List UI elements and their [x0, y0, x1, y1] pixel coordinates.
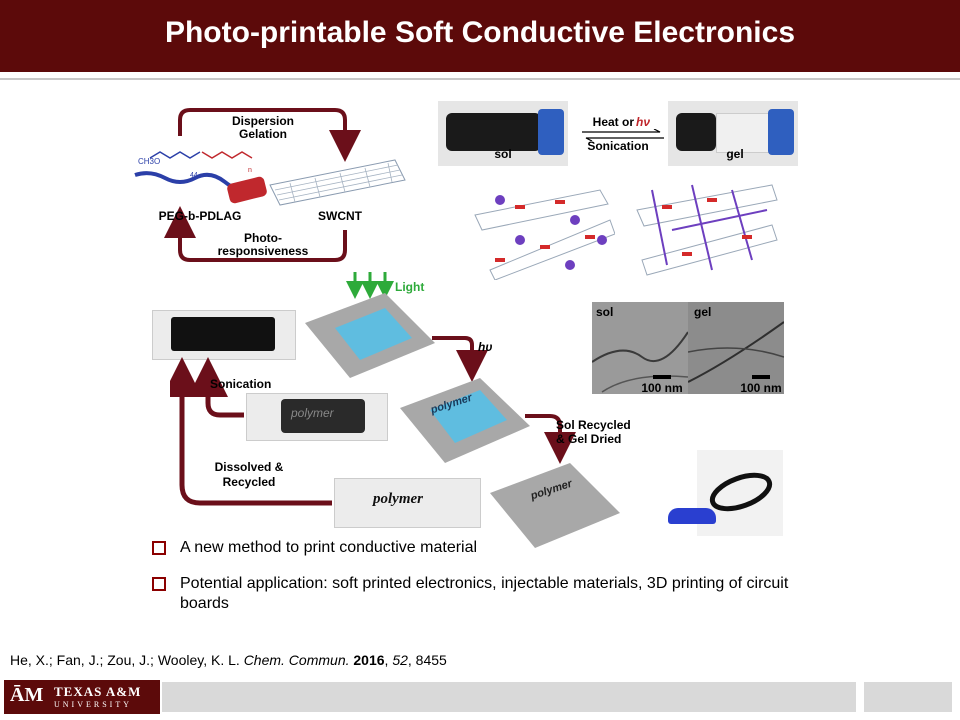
vial-gel-label: gel: [726, 147, 744, 161]
subscript-n: n: [248, 167, 252, 174]
title-bar: Photo-printable Soft Conductive Electron…: [0, 0, 960, 72]
dissolved-label-2: Recycled: [222, 475, 276, 489]
plate-dried: [490, 463, 620, 548]
gelation-label: Gelation: [238, 127, 287, 141]
citation: He, X.; Fan, J.; Zou, J.; Wooley, K. L. …: [10, 652, 447, 668]
slide-title: Photo-printable Soft Conductive Electron…: [164, 16, 796, 49]
polymer-label: PEG-b-PDLAG: [158, 209, 242, 223]
pdlag-block: [227, 176, 267, 204]
scale-label-2: 100 nm: [740, 381, 782, 395]
citation-journal: Chem. Commun.: [243, 652, 350, 668]
bullet-box-icon: [152, 541, 166, 555]
title-divider: [0, 78, 960, 80]
citation-year: 2016: [353, 652, 385, 668]
sonication-left-label: Sonication: [210, 377, 272, 391]
bullet-item: Potential application: soft printed elec…: [152, 574, 832, 614]
citation-volume: 52: [392, 652, 408, 668]
photo-label-1: Photo-: [244, 231, 282, 245]
tem-sol-label: sol: [596, 305, 614, 319]
university-logo: ĀM TEXAS A&M UNIVERSITY: [4, 680, 160, 714]
sonicated-slide-text: polymer: [291, 406, 334, 420]
bullet-text: Potential application: soft printed elec…: [180, 575, 789, 612]
polymer-cycle-diagram: [134, 108, 406, 262]
light-label: Light: [395, 280, 425, 294]
scale-bar-1: [653, 375, 671, 379]
sol-recycled-label-2: & Gel Dried: [556, 432, 622, 446]
scale-bar-2: [752, 375, 770, 379]
slide-sonicated-photo: polymer: [246, 393, 388, 441]
cycle-arrow-top: [178, 108, 361, 162]
hv-process-label: hυ: [478, 340, 493, 354]
subscript-44: 44: [190, 172, 198, 179]
scale-label-1: 100 nm: [641, 381, 683, 395]
swcnt-tube: [269, 159, 406, 206]
sol-recycled-label-1: Sol Recycled: [556, 418, 631, 432]
logo-name: TEXAS A&M: [54, 684, 142, 699]
swcnt-label: SWCNT: [318, 209, 362, 223]
recycle-arrows: [170, 357, 332, 506]
sol-network-illustration: [474, 189, 615, 280]
bullet-item: A new method to print conductive materia…: [152, 538, 832, 558]
logo-mark: ĀM: [10, 684, 44, 706]
footer-page-box: [864, 682, 952, 712]
citation-pages: , 8455: [407, 652, 447, 668]
equilibrium-arrows: [582, 129, 664, 141]
footer-bar: [162, 682, 856, 712]
vial-sol-label: sol: [494, 147, 512, 161]
dispersion-label: Dispersion: [231, 114, 294, 128]
bullet-list: A new method to print conductive materia…: [152, 538, 832, 630]
citation-authors: He, X.; Fan, J.; Zou, J.; Wooley, K. L.: [10, 652, 244, 668]
gel-network-illustration: [636, 184, 778, 276]
photo-label-2: responsiveness: [217, 244, 309, 258]
blue-film-piece: [668, 508, 716, 524]
polymer-formula: CH3O: [138, 157, 161, 166]
sonication-top-label: Sonication: [587, 139, 649, 153]
vial-sol-photo: [438, 101, 568, 166]
hv-label: hν: [636, 115, 651, 129]
tem-sol-image: [592, 302, 688, 394]
bullet-text: A new method to print conductive materia…: [180, 539, 478, 556]
bullet-box-icon: [152, 577, 166, 591]
vial-gel-photo: [668, 101, 798, 166]
slide-printed-photo: polymer: [334, 478, 481, 528]
heat-or-label: Heat or: [592, 115, 634, 129]
printing-process-diagram: [305, 272, 620, 548]
slide-coated-photo: [152, 310, 296, 360]
cycle-arrow-bottom: [164, 206, 347, 262]
printed-slide-text: polymer: [373, 491, 423, 507]
logo-subtitle: UNIVERSITY: [54, 700, 132, 709]
light-arrows: [346, 272, 394, 299]
dissolved-label-1: Dissolved &: [214, 460, 284, 474]
tem-gel-label: gel: [694, 305, 712, 319]
